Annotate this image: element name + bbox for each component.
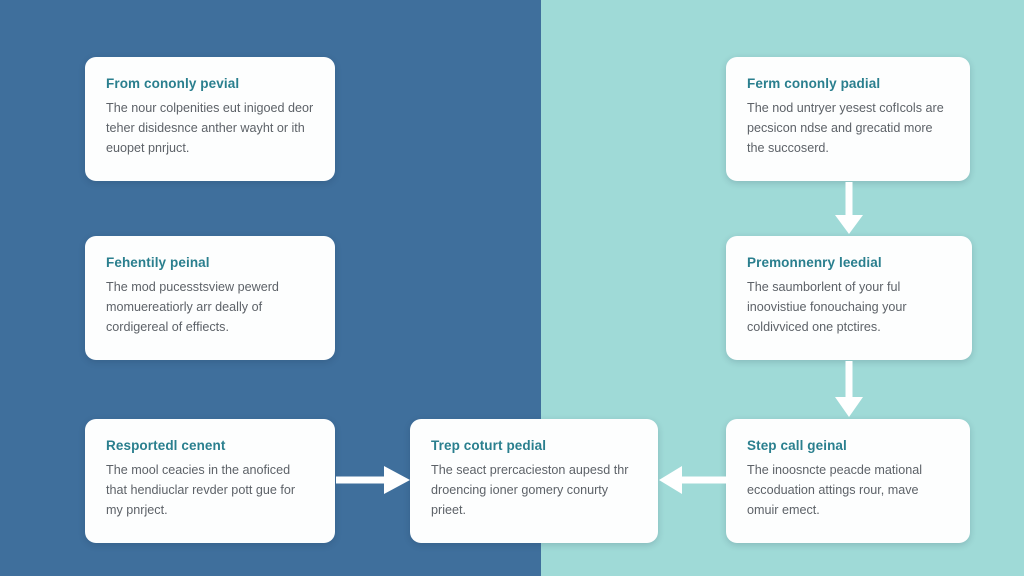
arrow-left-icon: [658, 461, 728, 499]
card-title: Trep coturt pedial: [431, 438, 547, 453]
card-center-bottom[interactable]: Trep coturt pedial The seact prercaciest…: [410, 419, 658, 543]
card-left-bottom[interactable]: Resportedl cenent The mool ceacies in th…: [85, 419, 335, 543]
card-right-top[interactable]: Ferm cononly padial The nod untryer yese…: [726, 57, 970, 181]
card-title: Fehentily peinal: [106, 255, 210, 270]
card-body: The mool ceacies in the anoficed that he…: [106, 463, 296, 517]
card-title: Premonnenry leedial: [747, 255, 882, 270]
card-left-middle[interactable]: Fehentily peinal The mod pucesstsview pe…: [85, 236, 335, 360]
card-title: Step call geinal: [747, 438, 847, 453]
card-right-middle[interactable]: Premonnenry leedial The saumborlent of y…: [726, 236, 972, 360]
card-body: The inoosncte peacde mational eccoduatio…: [747, 463, 923, 517]
card-title: From cononly pevial: [106, 76, 240, 91]
card-title: Ferm cononly padial: [747, 76, 881, 91]
card-right-bottom[interactable]: Step call geinal The inoosncte peacde ma…: [726, 419, 970, 543]
arrow-down-icon-bottom: [828, 361, 870, 419]
card-body: The mod pucesstsview pewerd momuereatior…: [106, 280, 279, 334]
arrow-right-icon: [336, 461, 412, 499]
card-body: The nod untryer yesest cofIcols are pecs…: [747, 101, 944, 155]
arrow-down-icon-top: [828, 182, 870, 236]
card-body: The nour colpenities eut inigoed deor te…: [106, 101, 314, 155]
card-body: The seact prercacieston aupesd thr droen…: [431, 463, 629, 517]
card-body: The saumborlent of your ful inoovistiue …: [747, 280, 907, 334]
card-left-top[interactable]: From cononly pevial The nour colpenities…: [85, 57, 335, 181]
card-title: Resportedl cenent: [106, 438, 226, 453]
